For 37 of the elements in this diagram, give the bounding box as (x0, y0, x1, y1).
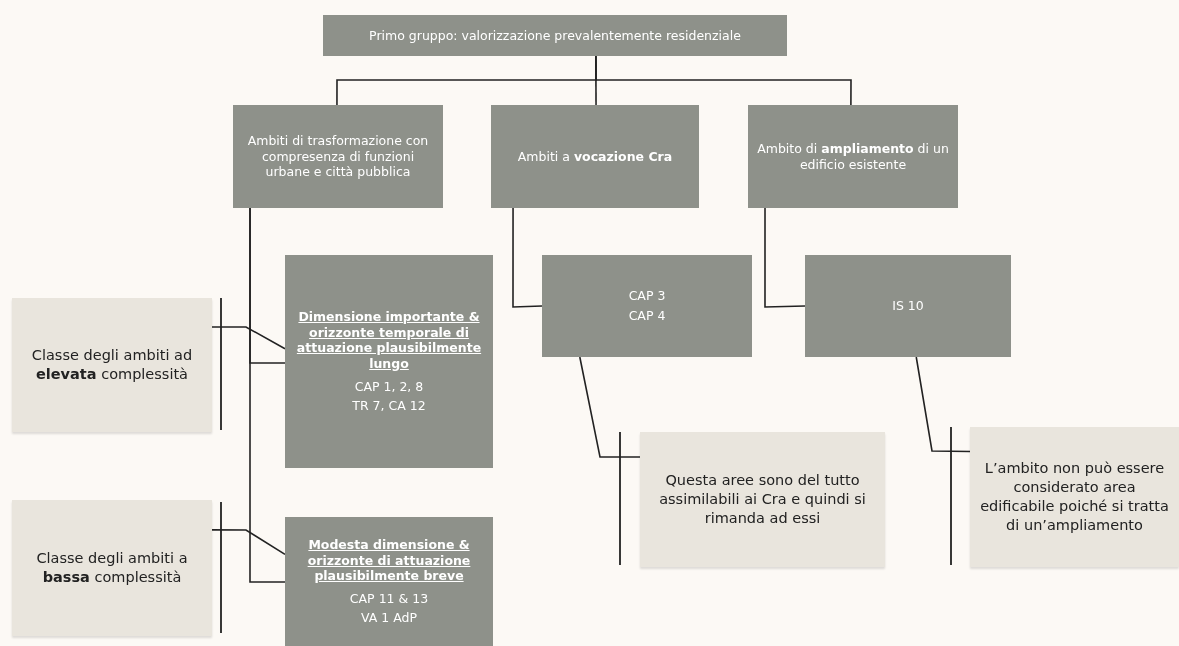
group-heading-box (323, 15, 787, 56)
box-text: Primo gruppo: valorizzazione prevalentemente residenziale (369, 27, 741, 44)
box-text: CAP 11 & 13 (349, 590, 429, 607)
category-box (491, 105, 699, 208)
note-box (970, 427, 1179, 567)
box-text: CAP 3 (628, 288, 666, 304)
connector-line (211, 529, 286, 556)
connector-line (595, 55, 852, 106)
box-text: Classe degli ambiti ad elevata complessità (30, 346, 194, 384)
connector-line (249, 207, 286, 583)
category-box (233, 105, 443, 208)
box-text: TR 7, CA 12 (352, 398, 426, 414)
detail-box (285, 517, 493, 646)
box-text: CAP 4 (628, 308, 666, 324)
category-box (748, 105, 958, 208)
connector-line (512, 207, 543, 308)
class-note-box (12, 298, 212, 432)
box-text: L’ambito non può essere considerato area edificabile poiché si tratta di un’ampliamento (980, 459, 1169, 535)
class-note-box (12, 500, 212, 636)
detail-box (542, 255, 752, 357)
box-text: Classe degli ambiti a bassa complessità (35, 549, 189, 587)
box-text: VA 1 AdP (361, 610, 417, 627)
box-text: CAP 1, 2, 8 (354, 378, 424, 395)
box-heading: Dimensione importante & orizzonte temporale di attuazione plausibilmente lungo (295, 309, 483, 372)
leader-line (915, 356, 971, 453)
connector-line (764, 207, 806, 308)
box-text: Ambiti di trasformazione con compresenza di funzioni urbane e città pubblica (246, 133, 430, 180)
detail-box (805, 255, 1011, 357)
connector-line (211, 326, 286, 350)
box-heading: Modesta dimensione & orizzonte di attuazione plausibilmente breve (306, 536, 472, 584)
detail-box (285, 255, 493, 468)
box-text: Questa aree sono del tutto assimilabili ai Cra e quindi si rimanda ad essi (658, 471, 867, 528)
box-text: Ambiti a vocazione Cra (517, 148, 673, 165)
leader-line (579, 356, 641, 458)
box-text: IS 10 (892, 298, 924, 314)
note-box (640, 432, 885, 567)
box-text: Ambito di ampliamento di un edificio esistente (756, 140, 950, 173)
